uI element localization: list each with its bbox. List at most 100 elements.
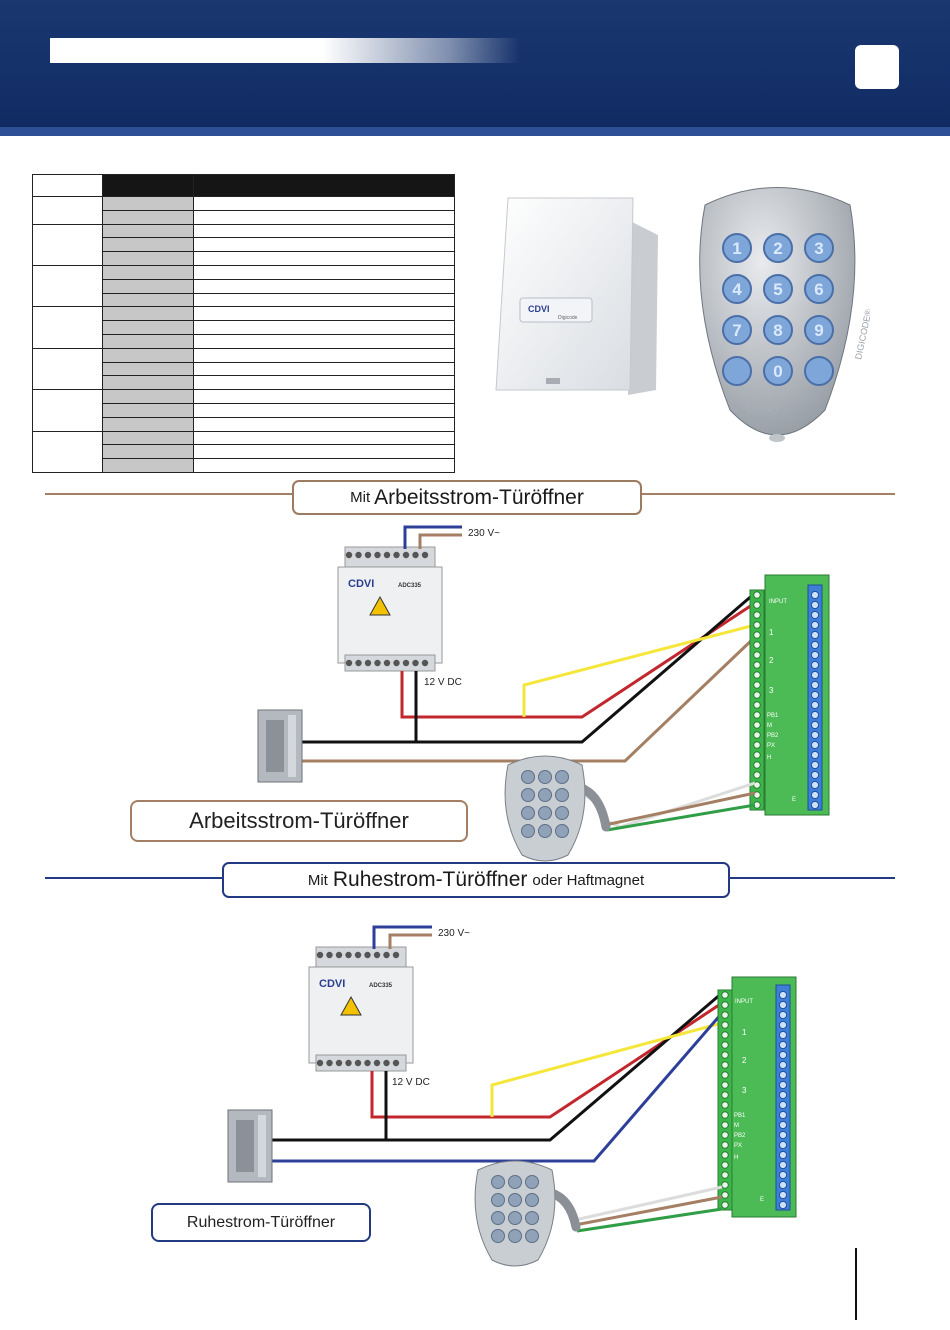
terminal-screw-right <box>778 1120 788 1130</box>
table-row <box>32 223 455 266</box>
terminal-screw-left <box>721 1051 729 1059</box>
terminal-2-e: E <box>760 1197 764 1203</box>
keypad-key <box>722 274 752 304</box>
section-1-title: Mit Arbeitsstrom-Türöffner <box>292 480 642 515</box>
terminal-screw-left <box>721 1021 729 1029</box>
keypad-key <box>763 315 793 345</box>
psu-screw <box>345 1059 352 1067</box>
keypad-small-key <box>555 806 569 820</box>
terminal-1-m: M <box>767 723 772 729</box>
psu-screw <box>354 1059 362 1067</box>
psu-screw <box>326 951 333 959</box>
terminal-screw-left <box>753 671 761 679</box>
table-row <box>32 264 455 308</box>
terminal-screw-right <box>778 1180 788 1190</box>
terminal-screw-left <box>753 591 761 599</box>
terminal-screw-right <box>810 700 820 710</box>
keypad-small-key <box>508 1193 522 1207</box>
terminal-screw-right <box>778 1200 788 1210</box>
wire-black-2 <box>384 991 723 1142</box>
terminal-screw-right <box>810 610 820 620</box>
door-strike-2 <box>227 1109 273 1183</box>
terminal-screw-right <box>778 1040 788 1050</box>
terminal-screw-right <box>778 1010 788 1020</box>
psu-screw <box>316 951 324 959</box>
terminal-screw-left <box>753 611 761 619</box>
terminal-screw-right <box>778 1060 788 1070</box>
terminal-screw-right <box>778 1190 788 1200</box>
page-header <box>0 0 950 136</box>
keypad-key-label: 3 <box>814 239 823 258</box>
terminal-screw-left <box>721 991 729 999</box>
keypad-key-label: 4 <box>732 280 742 299</box>
psu-screw <box>364 1059 371 1067</box>
terminal-screw-right <box>778 1080 788 1090</box>
psu-screw <box>383 659 391 667</box>
psu-2-wire-blue-230v <box>372 925 432 949</box>
terminal-screw-left <box>721 1151 729 1159</box>
terminal-screw-right <box>810 720 820 730</box>
psu-2: CDVI ADC335 <box>308 946 414 1072</box>
terminal-screw-left <box>721 1011 729 1019</box>
psu-screw <box>354 951 362 959</box>
psu-1: CDVI ADC335 <box>337 546 443 672</box>
terminal-2-relay-2: 2 <box>742 1056 747 1065</box>
terminal-screw-left <box>753 661 761 669</box>
terminal-screw-left <box>753 791 761 799</box>
terminal-block-2: INPUT 1 2 3 PB1 M PB2 PX H E <box>717 976 797 1218</box>
wiring-table <box>32 174 455 473</box>
keypad-small-key <box>525 1229 539 1243</box>
wire-yellow-1 <box>522 623 756 717</box>
psu-2-input-label: 230 V~ <box>438 928 470 939</box>
terminal-1-pb1: PB1 <box>767 713 779 719</box>
psu-screw <box>383 1059 390 1067</box>
control-box-badge <box>519 297 593 323</box>
terminal-screw-left <box>753 631 761 639</box>
terminal-screw-right <box>778 1000 788 1010</box>
keypad-brand: CDVI <box>745 399 778 415</box>
keypad-small-key <box>491 1193 505 1207</box>
terminal-screw-right <box>778 1100 788 1110</box>
terminal-screw-right <box>810 680 820 690</box>
psu-screw <box>355 551 362 559</box>
terminal-screw-left <box>721 1171 729 1179</box>
psu-screw <box>364 951 371 959</box>
keypad-key-label: 0 <box>773 362 782 381</box>
wiring-diagram-2: CDVI ADC335 230 V~ 12 V DC INPUT 1 2 3 P… <box>227 925 797 1267</box>
keypad-key-label: 7 <box>732 321 741 340</box>
terminal-screw-right <box>810 620 820 630</box>
terminal-screw-right <box>810 640 820 650</box>
wire-black-1 <box>414 591 756 744</box>
terminal-screw-right <box>810 660 820 670</box>
keypad-key <box>763 233 793 263</box>
terminal-screw-right <box>810 760 820 770</box>
terminal-screw-right <box>778 1090 788 1100</box>
terminal-screw-right <box>810 780 820 790</box>
terminal-screw-right <box>810 630 820 640</box>
terminal-screw-right <box>778 1050 788 1060</box>
terminal-2-h: H <box>734 1155 738 1161</box>
keypad-small-key <box>555 788 569 802</box>
keypad-key <box>804 315 834 345</box>
terminal-screw-left <box>753 621 761 629</box>
keypad-small-key <box>538 806 552 820</box>
keypad-key <box>804 233 834 263</box>
terminal-screw-left <box>721 1041 729 1049</box>
terminal-screw-left <box>721 1181 729 1189</box>
psu-screw <box>345 951 352 959</box>
terminal-screw-left <box>753 731 761 739</box>
keypad-small-key <box>491 1229 505 1243</box>
terminal-screw-right <box>778 1150 788 1160</box>
keypad-small-key <box>508 1175 522 1189</box>
terminal-screw-left <box>753 711 761 719</box>
wire-blue-2 <box>270 1012 724 1163</box>
psu-2-model: ADC335 <box>369 983 393 989</box>
table-row <box>32 306 455 349</box>
wire-red-1 <box>400 601 756 719</box>
wire-yellow-2 <box>490 1021 723 1117</box>
psu-screw <box>402 551 410 559</box>
table-row <box>32 196 455 225</box>
psu-2-output-label: 12 V DC <box>392 1077 430 1088</box>
